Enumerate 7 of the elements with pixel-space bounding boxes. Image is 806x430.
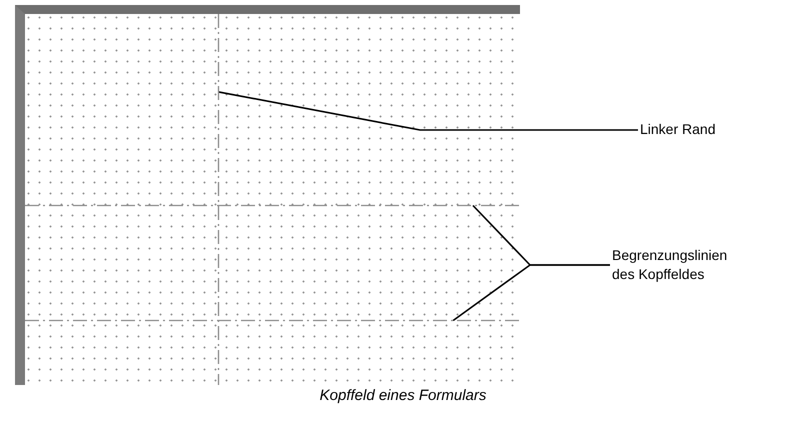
boundary-line xyxy=(25,204,520,207)
callout-label: Linker Rand xyxy=(640,120,760,139)
callout-label: Begrenzungslinien des Kopffeldes xyxy=(612,246,747,284)
figure-caption: Kopffeld eines Formulars xyxy=(318,386,488,405)
margin-line xyxy=(217,14,220,385)
boundary-line xyxy=(25,319,520,322)
leader-line xyxy=(218,91,638,131)
